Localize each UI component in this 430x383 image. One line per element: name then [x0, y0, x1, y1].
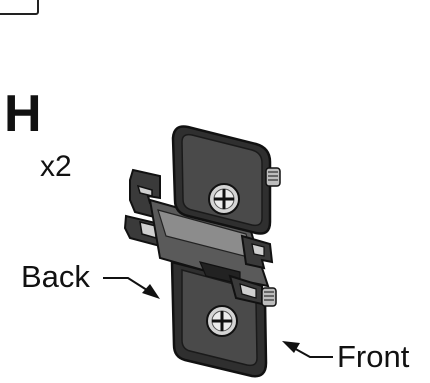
upper-side-screw	[265, 167, 281, 187]
back-label: Back	[21, 259, 90, 294]
lower-screw-icon	[206, 305, 238, 337]
quantity-label: x2	[40, 150, 72, 183]
front-leader-arrow	[282, 341, 333, 358]
corner-frame	[0, 0, 39, 15]
upper-plate	[171, 125, 272, 235]
front-clip-fingers	[228, 234, 274, 306]
front-label: Front	[337, 339, 410, 374]
back-leader-arrow	[103, 277, 160, 299]
part-letter: H	[4, 85, 42, 143]
upper-screw-icon	[208, 183, 240, 215]
lower-side-screw	[261, 287, 277, 307]
